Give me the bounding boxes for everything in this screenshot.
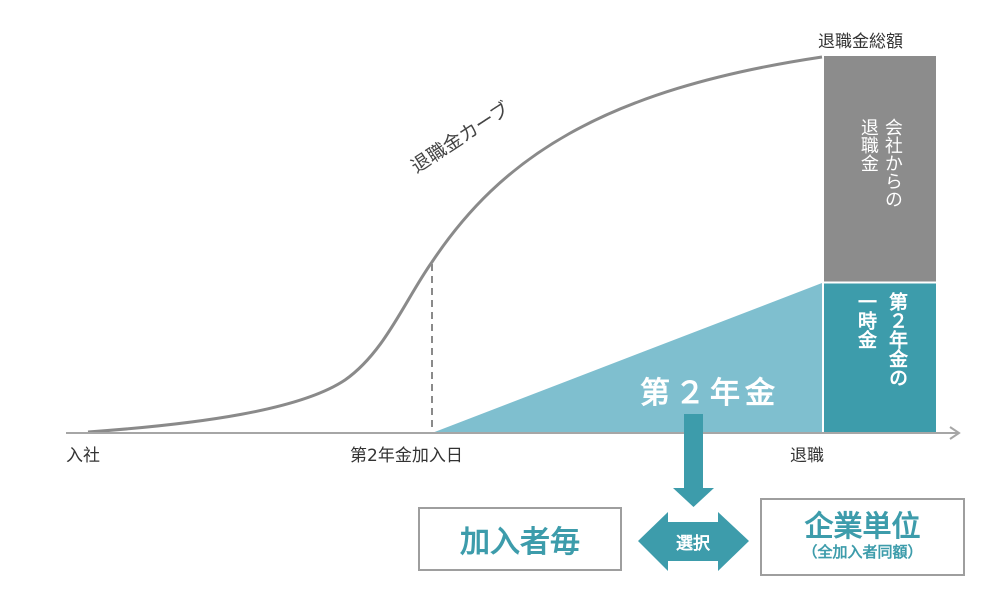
retire-label: 退職 — [790, 446, 824, 466]
choice-double-arrow — [638, 512, 749, 571]
pension-label: 第２年金 — [640, 376, 780, 411]
per-participant-box: 加入者毎 — [418, 507, 622, 571]
per-participant-label: 加入者毎 — [460, 525, 580, 560]
hire-label: 入社 — [66, 446, 100, 466]
company-unit-box: 企業単位 （全加入者同額） — [760, 498, 965, 576]
lump-sum-bar — [824, 283, 936, 433]
down-arrow-head — [673, 488, 714, 507]
choice-label: 選択 — [676, 534, 710, 554]
lump-sum-line2: 一時金 — [854, 292, 877, 349]
company-unit-label: 企業単位 — [804, 509, 921, 544]
company-retirement-bar — [824, 56, 936, 282]
company-retirement-line1: 会社からの — [881, 118, 903, 208]
retirement-curve — [87, 55, 823, 434]
join-date-label: 第2年金加入日 — [350, 446, 463, 466]
pension-triangle — [432, 283, 822, 433]
total-retirement-label: 退職金総額 — [818, 32, 903, 52]
down-arrow-shaft — [684, 414, 703, 490]
company-retirement-line2: 退職金 — [857, 118, 879, 172]
company-unit-sub-label: （全加入者同額） — [802, 543, 923, 562]
lump-sum-line1: 第２年金の — [885, 292, 908, 387]
axis-arrowhead — [949, 426, 961, 440]
